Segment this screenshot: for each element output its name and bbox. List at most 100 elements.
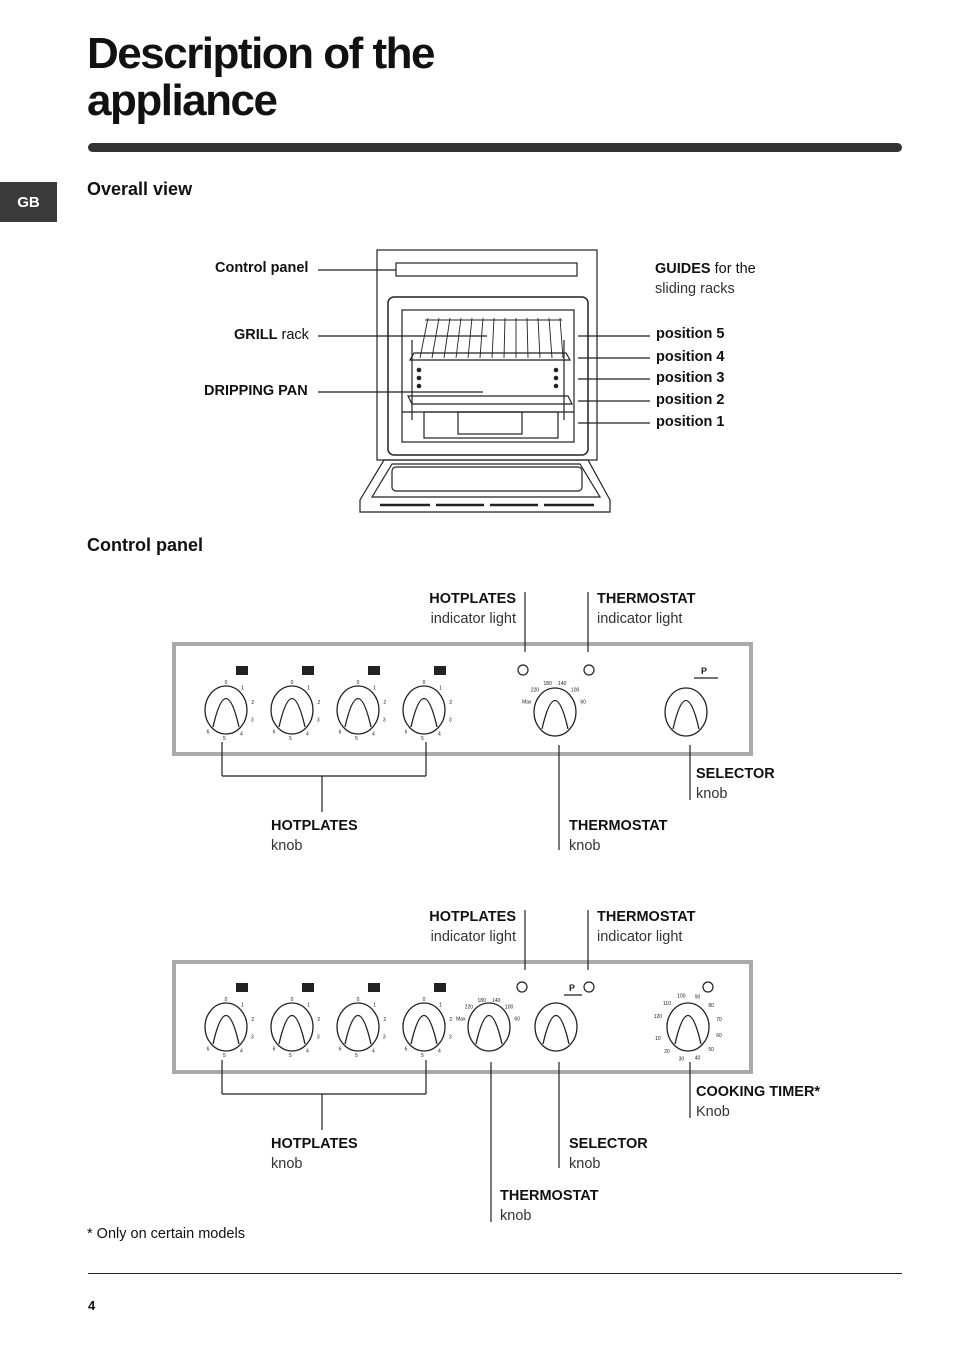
page-title: Description of the appliance — [87, 29, 436, 124]
label-grill-rack: GRILL rack — [234, 327, 309, 343]
hotplate-scale-mark: 0 — [423, 997, 426, 1003]
thermostat-scale-mark: Max — [456, 1017, 466, 1023]
hotplate-scale-mark: 3 — [317, 1035, 320, 1041]
hotplate-scale-mark: 2 — [317, 1017, 320, 1023]
hotplate-scale-mark: 2 — [383, 1017, 386, 1023]
footnote: * Only on certain models — [87, 1226, 245, 1242]
selector-letter: P — [701, 666, 707, 676]
hotplate-scale-mark: 0 — [423, 680, 426, 686]
hotplate-scale-mark: 2 — [449, 1017, 452, 1023]
page-number: 4 — [88, 1298, 96, 1313]
hotplate-scale-mark: 4 — [306, 1048, 309, 1054]
oven-illustration — [359, 249, 611, 513]
hotplate-scale-mark: 4 — [240, 731, 243, 737]
hotplate-scale-mark: 2 — [449, 700, 452, 706]
label-position-2: position 2 — [656, 392, 725, 408]
hotplate-scale-mark: 5 — [223, 1053, 226, 1059]
hotplate-scale-mark: 5 — [421, 1053, 424, 1059]
overall-view-heading: Overall view — [87, 179, 193, 199]
hotplate-scale-mark: 5 — [355, 1053, 358, 1059]
hotplate-scale-mark: 4 — [240, 1048, 243, 1054]
hotplate-scale-mark: 6 — [339, 729, 342, 735]
timer-scale-mark: 80 — [708, 1003, 714, 1009]
hotplate-scale-mark: 1 — [307, 686, 310, 692]
hotplate-scale-mark: 4 — [438, 731, 441, 737]
hotplate-scale-mark: 2 — [317, 700, 320, 706]
hotplate-scale-mark: 6 — [405, 729, 408, 735]
hotplate-scale-mark: 4 — [372, 1048, 375, 1054]
hotplate-scale-mark: 1 — [307, 1003, 310, 1009]
hotplate-scale-mark: 3 — [449, 1035, 452, 1041]
timer-scale-mark: 120 — [654, 1014, 663, 1020]
label-dripping-pan: DRIPPING PAN — [204, 383, 308, 399]
timer-scale-mark: 110 — [663, 1001, 671, 1007]
hotplate-scale-mark: 5 — [289, 1053, 292, 1059]
footer-divider — [88, 1273, 902, 1274]
hotplate-scale-mark: 3 — [317, 718, 320, 724]
language-tab: GB — [0, 182, 57, 222]
timer-scale-mark: 10 — [655, 1036, 661, 1042]
thermostat-scale-mark: 100 — [571, 688, 580, 694]
timer-scale-mark: 30 — [679, 1056, 685, 1062]
hotplate-scale-mark: 4 — [306, 731, 309, 737]
hotplate-scale-mark: 6 — [207, 729, 210, 735]
page-title-line1: Description of the — [87, 29, 436, 78]
hotplate-scale-mark: 1 — [241, 1003, 244, 1009]
label-control-panel: Control panel — [215, 260, 309, 276]
thermostat-scale-mark: 140 — [558, 681, 567, 687]
thermostat-scale-mark: 140 — [492, 998, 501, 1004]
hotplate-scale-mark: 2 — [383, 700, 386, 706]
hotplate-scale-mark: 0 — [357, 680, 360, 686]
control-panel-heading: Control panel — [87, 535, 203, 555]
timer-scale-mark: 100 — [677, 994, 686, 1000]
timer-scale-mark: 60 — [716, 1033, 722, 1039]
hotplate-scale-mark: 3 — [449, 718, 452, 724]
p2-cooking-timer-label: COOKING TIMER*Knob — [696, 1084, 821, 1120]
hotplate-scale-mark: 6 — [273, 729, 276, 735]
hotplate-scale-mark: 6 — [207, 1046, 210, 1052]
timer-scale-mark: 90 — [695, 994, 701, 1000]
selector-letter: P — [569, 983, 575, 993]
timer-scale-mark: 20 — [664, 1049, 670, 1055]
oven-control-panel-strip — [395, 262, 578, 277]
hotplate-scale-mark: 1 — [439, 1003, 442, 1009]
hotplate-scale-mark: 1 — [373, 686, 376, 692]
hotplate-scale-mark: 6 — [273, 1046, 276, 1052]
hotplate-scale-mark: 5 — [223, 736, 226, 742]
thermostat-scale-mark: 60 — [514, 1017, 520, 1023]
hotplate-scale-mark: 1 — [241, 686, 244, 692]
thermostat-scale-mark: 60 — [580, 700, 586, 706]
control-panel-2 — [172, 910, 753, 1222]
hotplate-scale-mark: 5 — [355, 736, 358, 742]
hotplate-scale-mark: 1 — [373, 1003, 376, 1009]
label-position-3: position 3 — [656, 370, 725, 386]
thermostat-scale-mark: 220 — [465, 1005, 474, 1011]
timer-scale-mark: 70 — [716, 1017, 722, 1023]
hotplate-scale-mark: 0 — [291, 680, 294, 686]
thermostat-scale-mark: 180 — [544, 681, 553, 687]
hotplate-scale-mark: 6 — [339, 1046, 342, 1052]
hotplate-scale-mark: 2 — [251, 1017, 254, 1023]
thermostat-scale-mark: 220 — [531, 688, 540, 694]
hotplate-scale-mark: 3 — [251, 1035, 254, 1041]
hotplate-scale-mark: 0 — [225, 997, 228, 1003]
hotplate-scale-mark: 1 — [439, 686, 442, 692]
hotplate-scale-mark: 0 — [291, 997, 294, 1003]
thermostat-scale-mark: Max — [522, 700, 532, 706]
hotplate-scale-mark: 5 — [421, 736, 424, 742]
hotplate-scale-mark: 3 — [383, 1035, 386, 1041]
hotplate-scale-mark: 0 — [225, 680, 228, 686]
hotplate-scale-mark: 3 — [383, 718, 386, 724]
title-divider — [88, 143, 902, 152]
hotplate-scale-mark: 0 — [357, 997, 360, 1003]
